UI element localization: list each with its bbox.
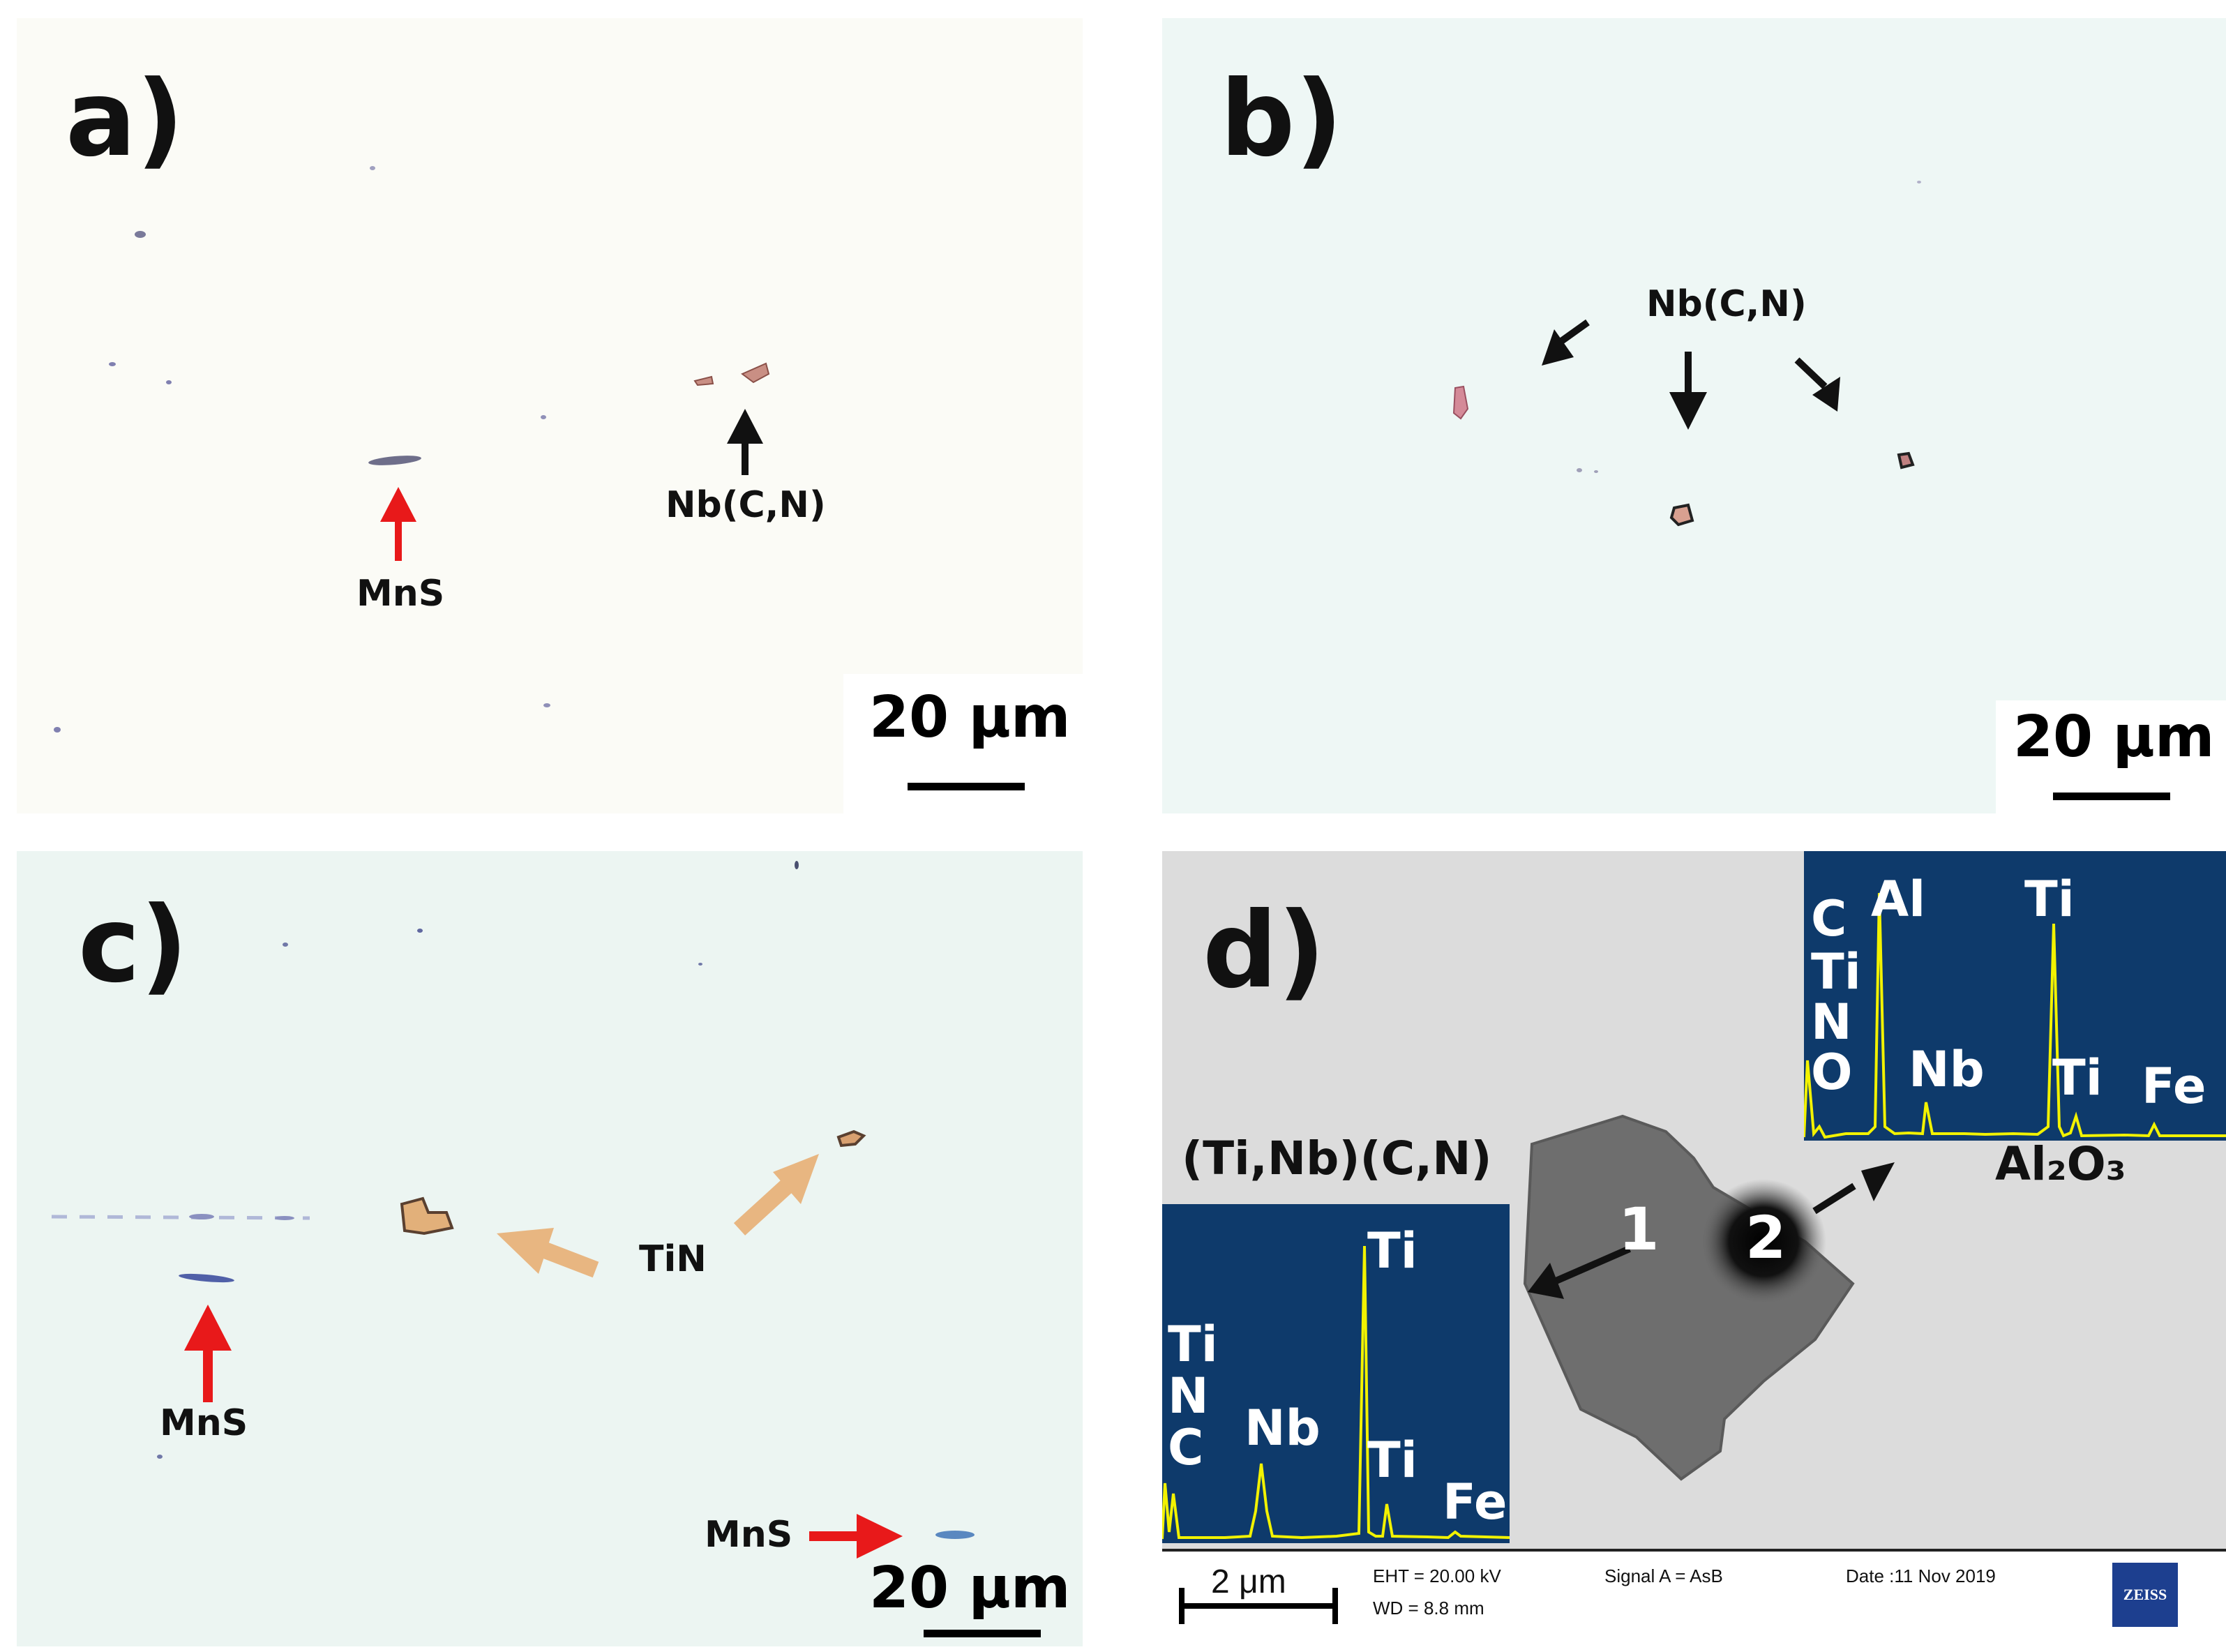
- tin-label: TiN: [639, 1238, 707, 1280]
- scale-label-b: 20 μm: [2013, 704, 2215, 770]
- eds-element-label: C: [1168, 1419, 1204, 1476]
- panel-label-a: a): [66, 59, 184, 180]
- date-value: Date :11 Nov 2019: [1846, 1565, 1996, 1586]
- eds-spectrum-tinbcn: Ti N C Nb Ti Ti Fe: [1162, 1204, 1510, 1543]
- eds-element-label: Ti: [1168, 1316, 1218, 1373]
- nbcn-label: Nb(C,N): [1646, 283, 1807, 325]
- point-2-label: 2: [1745, 1203, 1787, 1272]
- eds-spectrum-trace: [1804, 892, 2226, 1139]
- scale-bar-b: [2053, 793, 2170, 800]
- point-1-label: 1: [1618, 1195, 1660, 1263]
- eds-element-label: N: [1168, 1367, 1209, 1425]
- panel-label-b: b): [1220, 59, 1343, 180]
- eds-element-label: Ti: [1367, 1222, 1417, 1279]
- panel-label-c: c): [78, 885, 188, 1006]
- scale-label-c: 20 μm: [869, 1555, 1071, 1621]
- eds-element-label: Ti: [1367, 1432, 1417, 1489]
- eht-value: EHT = 20.00 kV: [1373, 1565, 1501, 1586]
- eds-spectrum-trace: [1162, 1245, 1510, 1540]
- mns-label-left: MnS: [160, 1402, 248, 1444]
- eds-element-label: Fe: [1443, 1473, 1507, 1531]
- eds-element-label: Nb: [1244, 1399, 1321, 1457]
- zeiss-logo: ZEISS: [2112, 1563, 2178, 1627]
- panel-c: c) MnS TiN MnS 20 μm: [17, 851, 1083, 1646]
- eds-caption-al2o3: Al₂O₃: [1995, 1137, 2126, 1191]
- sem-scale-bar: [1179, 1588, 1338, 1624]
- scale-bar-a: [908, 783, 1025, 790]
- sem-scale-label: 2 μm: [1211, 1563, 1286, 1600]
- eds-caption-tinbcn: (Ti,Nb)(C,N): [1182, 1132, 1492, 1185]
- panel-b: b) Nb(C,N) 20 μm: [1162, 18, 2226, 813]
- panel-a-micrograph: [54, 166, 770, 733]
- eds-element-label: Ti: [2024, 871, 2075, 928]
- eds-element-label: Ti: [2052, 1049, 2103, 1106]
- mns-label-right: MnS: [705, 1514, 793, 1556]
- eds-element-label: Nb: [1909, 1041, 1985, 1098]
- eds-element-label: C: [1811, 890, 1847, 947]
- panel-a: a) MnS Nb(C,N) 20 μm: [17, 18, 1083, 813]
- scale-label-a: 20 μm: [869, 684, 1071, 751]
- eds-element-label: N: [1811, 993, 1852, 1051]
- panel-label-d: d): [1203, 890, 1325, 1012]
- nbcn-label: Nb(C,N): [665, 484, 826, 526]
- panel-c-micrograph: [51, 861, 975, 1559]
- panel-d: d) 1 2 C Ti N O Al Ti Nb Ti Fe Al₂O₃ (Ti…: [1162, 851, 2226, 1646]
- eds-element-label: Fe: [2142, 1058, 2206, 1115]
- signal-value: Signal A = AsB: [1604, 1565, 1723, 1586]
- panel-d-sem-image: [1523, 1114, 1895, 1481]
- wd-value: WD = 8.8 mm: [1373, 1598, 1484, 1619]
- panel-b-micrograph: [1452, 181, 1921, 527]
- eds-element-label: O: [1811, 1044, 1853, 1101]
- mns-label: MnS: [356, 573, 445, 615]
- eds-spectrum-al2o3: C Ti N O Al Ti Nb Ti Fe: [1804, 851, 2226, 1141]
- scale-bar-c: [924, 1630, 1041, 1637]
- eds-element-label: Ti: [1811, 943, 1861, 1000]
- eds-element-label: Al: [1871, 871, 1926, 928]
- sem-info-bar: 2 μm EHT = 20.00 kV WD = 8.8 mm Signal A…: [1162, 1549, 2226, 1646]
